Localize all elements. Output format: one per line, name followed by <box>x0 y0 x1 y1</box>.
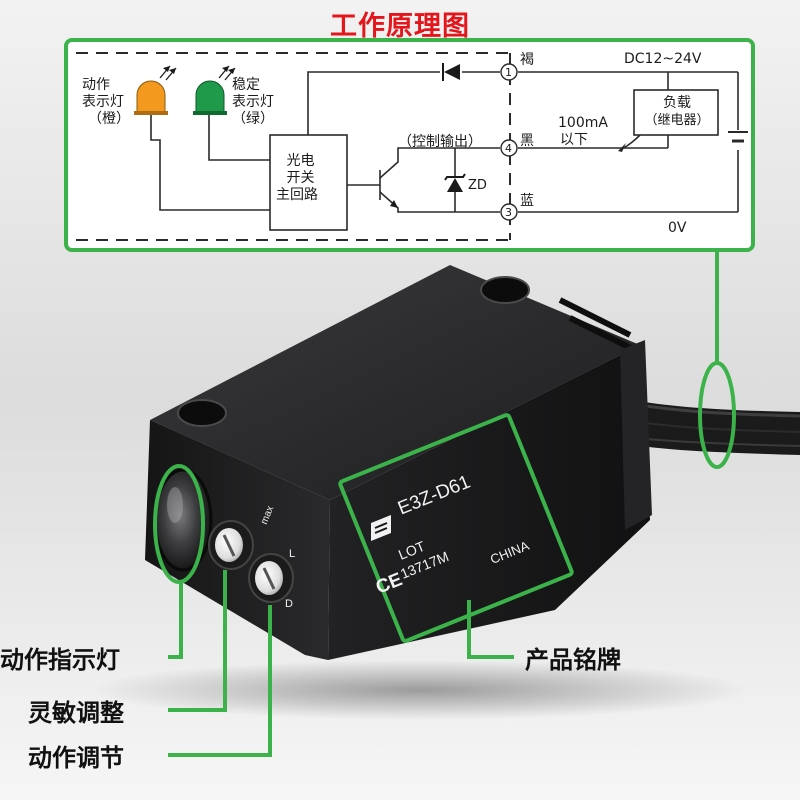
main-circuit-box <box>269 134 348 231</box>
current-qualifier: 以下 <box>560 132 588 148</box>
stable-indicator-label: 稳定 表示灯 （绿） <box>232 77 274 128</box>
diode-symbol <box>442 63 460 81</box>
green-led-icon <box>193 65 236 115</box>
current-limit-label: 100mA 以下 <box>558 115 608 149</box>
zener-label: ZD <box>468 178 487 193</box>
main-circuit-line1: 光电 <box>286 153 315 169</box>
diagram-title: 工作原理图 <box>330 11 470 42</box>
callout-leaders <box>168 250 719 757</box>
main-circuit-line3: 主回路 <box>276 187 318 203</box>
transistor-arrow <box>390 200 398 208</box>
stable-indicator-line1: 稳定 <box>232 77 260 93</box>
main-circuit-label: 光电 开关 主回路 <box>276 153 318 204</box>
orange-led-icon <box>134 65 177 115</box>
action-indicator-line1: 动作 <box>82 77 110 93</box>
knob-d-label: D <box>285 598 293 610</box>
callout-mode: 动作调节 <box>28 744 124 772</box>
current-value: 100mA <box>558 115 608 131</box>
callout-sensitivity: 灵敏调整 <box>28 699 124 727</box>
knob-l-label: L <box>289 548 296 560</box>
lens-glare <box>167 487 183 523</box>
current-arrow <box>618 143 626 152</box>
supply-voltage-label: DC12~24V <box>624 51 702 67</box>
sensitivity-knob <box>208 520 254 570</box>
terminal-1-number: 1 <box>505 66 512 79</box>
sensor-shadow <box>90 660 750 720</box>
terminal-circles <box>500 63 518 221</box>
highlight-frames <box>153 361 736 643</box>
battery-symbol <box>728 131 748 143</box>
control-output-label: （控制输出） <box>398 134 482 150</box>
main-circuit-line2: 开关 <box>286 170 315 186</box>
zero-volt-label: 0V <box>668 220 687 236</box>
zener-symbol <box>444 173 466 192</box>
brand-logo-icon <box>371 515 391 541</box>
circuit-wires <box>150 71 739 213</box>
diagram-frame <box>64 38 755 252</box>
wire-black-label: 黑 <box>520 133 534 149</box>
load-label: 负载 （继电器） <box>636 95 718 129</box>
action-indicator-color: （橙） <box>88 111 130 127</box>
action-indicator-label: 动作 表示灯 （橙） <box>82 77 130 128</box>
callout-nameplate: 产品铭牌 <box>525 646 621 674</box>
sensor-boundary <box>76 52 511 241</box>
action-indicator-line2: 表示灯 <box>82 94 124 110</box>
stable-indicator-line2: 表示灯 <box>232 94 274 110</box>
mode-knob <box>248 553 294 603</box>
stable-indicator-color: （绿） <box>232 111 274 127</box>
load-box <box>633 89 719 136</box>
terminal-3-number: 3 <box>505 206 512 219</box>
load-line1: 负载 <box>663 95 691 111</box>
wire-brown-label: 褐 <box>520 52 534 68</box>
callout-indicator: 动作指示灯 <box>0 646 120 674</box>
load-line2: （继电器） <box>644 113 710 128</box>
wire-blue-label: 蓝 <box>520 193 534 209</box>
terminal-4-number: 4 <box>505 142 512 155</box>
